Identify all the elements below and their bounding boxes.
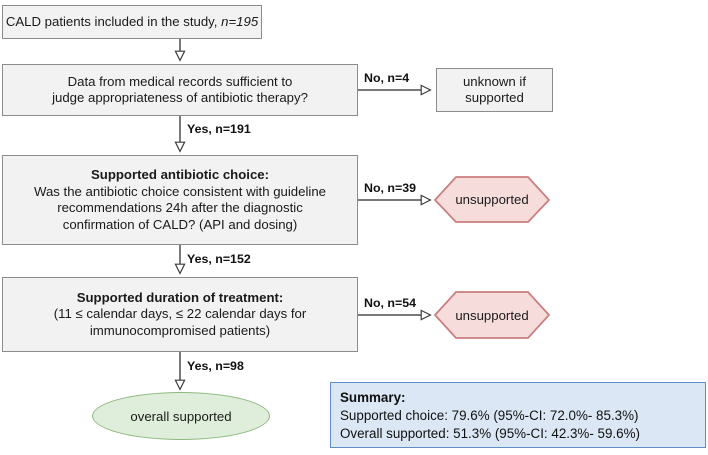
node-q1-line2: judge appropriateness of antibiotic ther… — [52, 90, 308, 105]
node-start-text: CALD patients included in the study, n=1… — [6, 14, 258, 31]
node-unknown-if-supported[interactable]: unknown if supported — [436, 68, 553, 112]
node-unknown-line1: unknown if — [462, 73, 527, 89]
node-q3-supported-duration[interactable]: Supported duration of treatment: (11 ≤ c… — [2, 277, 358, 352]
node-unsupported-2-label: unsupported — [455, 307, 529, 323]
node-unknown-line2: supported — [465, 90, 524, 105]
edge-label-q2-no: No, n=39 — [364, 181, 416, 195]
edge-label-q3-yes: Yes, n=98 — [187, 359, 244, 373]
node-start-text-plain: CALD patients included in the study, — [5, 13, 222, 29]
node-unsupported-2[interactable]: unsupported — [435, 292, 549, 338]
node-q3-line1: (11 ≤ calendar days, ≤ 22 calendar days … — [53, 306, 307, 322]
node-q3-title: Supported duration of treatment: — [76, 289, 284, 305]
node-overall-supported[interactable]: overall supported — [92, 392, 270, 440]
node-unsupported-1[interactable]: unsupported — [435, 177, 549, 222]
node-start-text-italic: n=195 — [221, 13, 259, 29]
edge-label-q1-no: No, n=4 — [364, 71, 410, 85]
edge-label-q2-yes: Yes, n=152 — [187, 252, 251, 266]
edge-label-q3-no: No, n=54 — [364, 296, 416, 310]
unsupported-hexagon-1 — [433, 176, 551, 223]
summary-title: Summary: — [340, 390, 406, 405]
node-q1-line1: Data from medical records sufficient to — [67, 73, 293, 89]
summary-box: Summary: Supported choice: 79.6% (95%-CI… — [330, 382, 706, 448]
node-q2-title: Supported antibiotic choice: — [90, 167, 270, 182]
node-overall-supported-label: overall supported — [130, 408, 232, 424]
edge-label-q1-yes: Yes, n=191 — [187, 122, 251, 136]
summary-overall-supported: Overall supported: 51.3% (95%-CI: 42.3%-… — [340, 426, 640, 441]
node-q2-line3: confirmation of CALD? (API and dosing) — [62, 216, 298, 232]
summary-supported-choice: Supported choice: 79.6% (95%-CI: 72.0%- … — [340, 408, 639, 423]
node-q2-line1: Was the antibiotic choice consistent wit… — [34, 183, 326, 199]
node-q3-line2: immunocompromised patients) — [89, 322, 271, 338]
unsupported-hexagon-2 — [433, 291, 551, 339]
node-q2-supported-choice[interactable]: Supported antibiotic choice: Was the ant… — [2, 155, 358, 245]
node-start[interactable]: CALD patients included in the study, n=1… — [2, 5, 262, 39]
node-unsupported-1-label: unsupported — [455, 192, 529, 207]
node-q2-line2: recommendations 24h after the diagnostic — [57, 200, 303, 215]
node-q1-data-sufficient[interactable]: Data from medical records sufficient to … — [2, 64, 358, 116]
